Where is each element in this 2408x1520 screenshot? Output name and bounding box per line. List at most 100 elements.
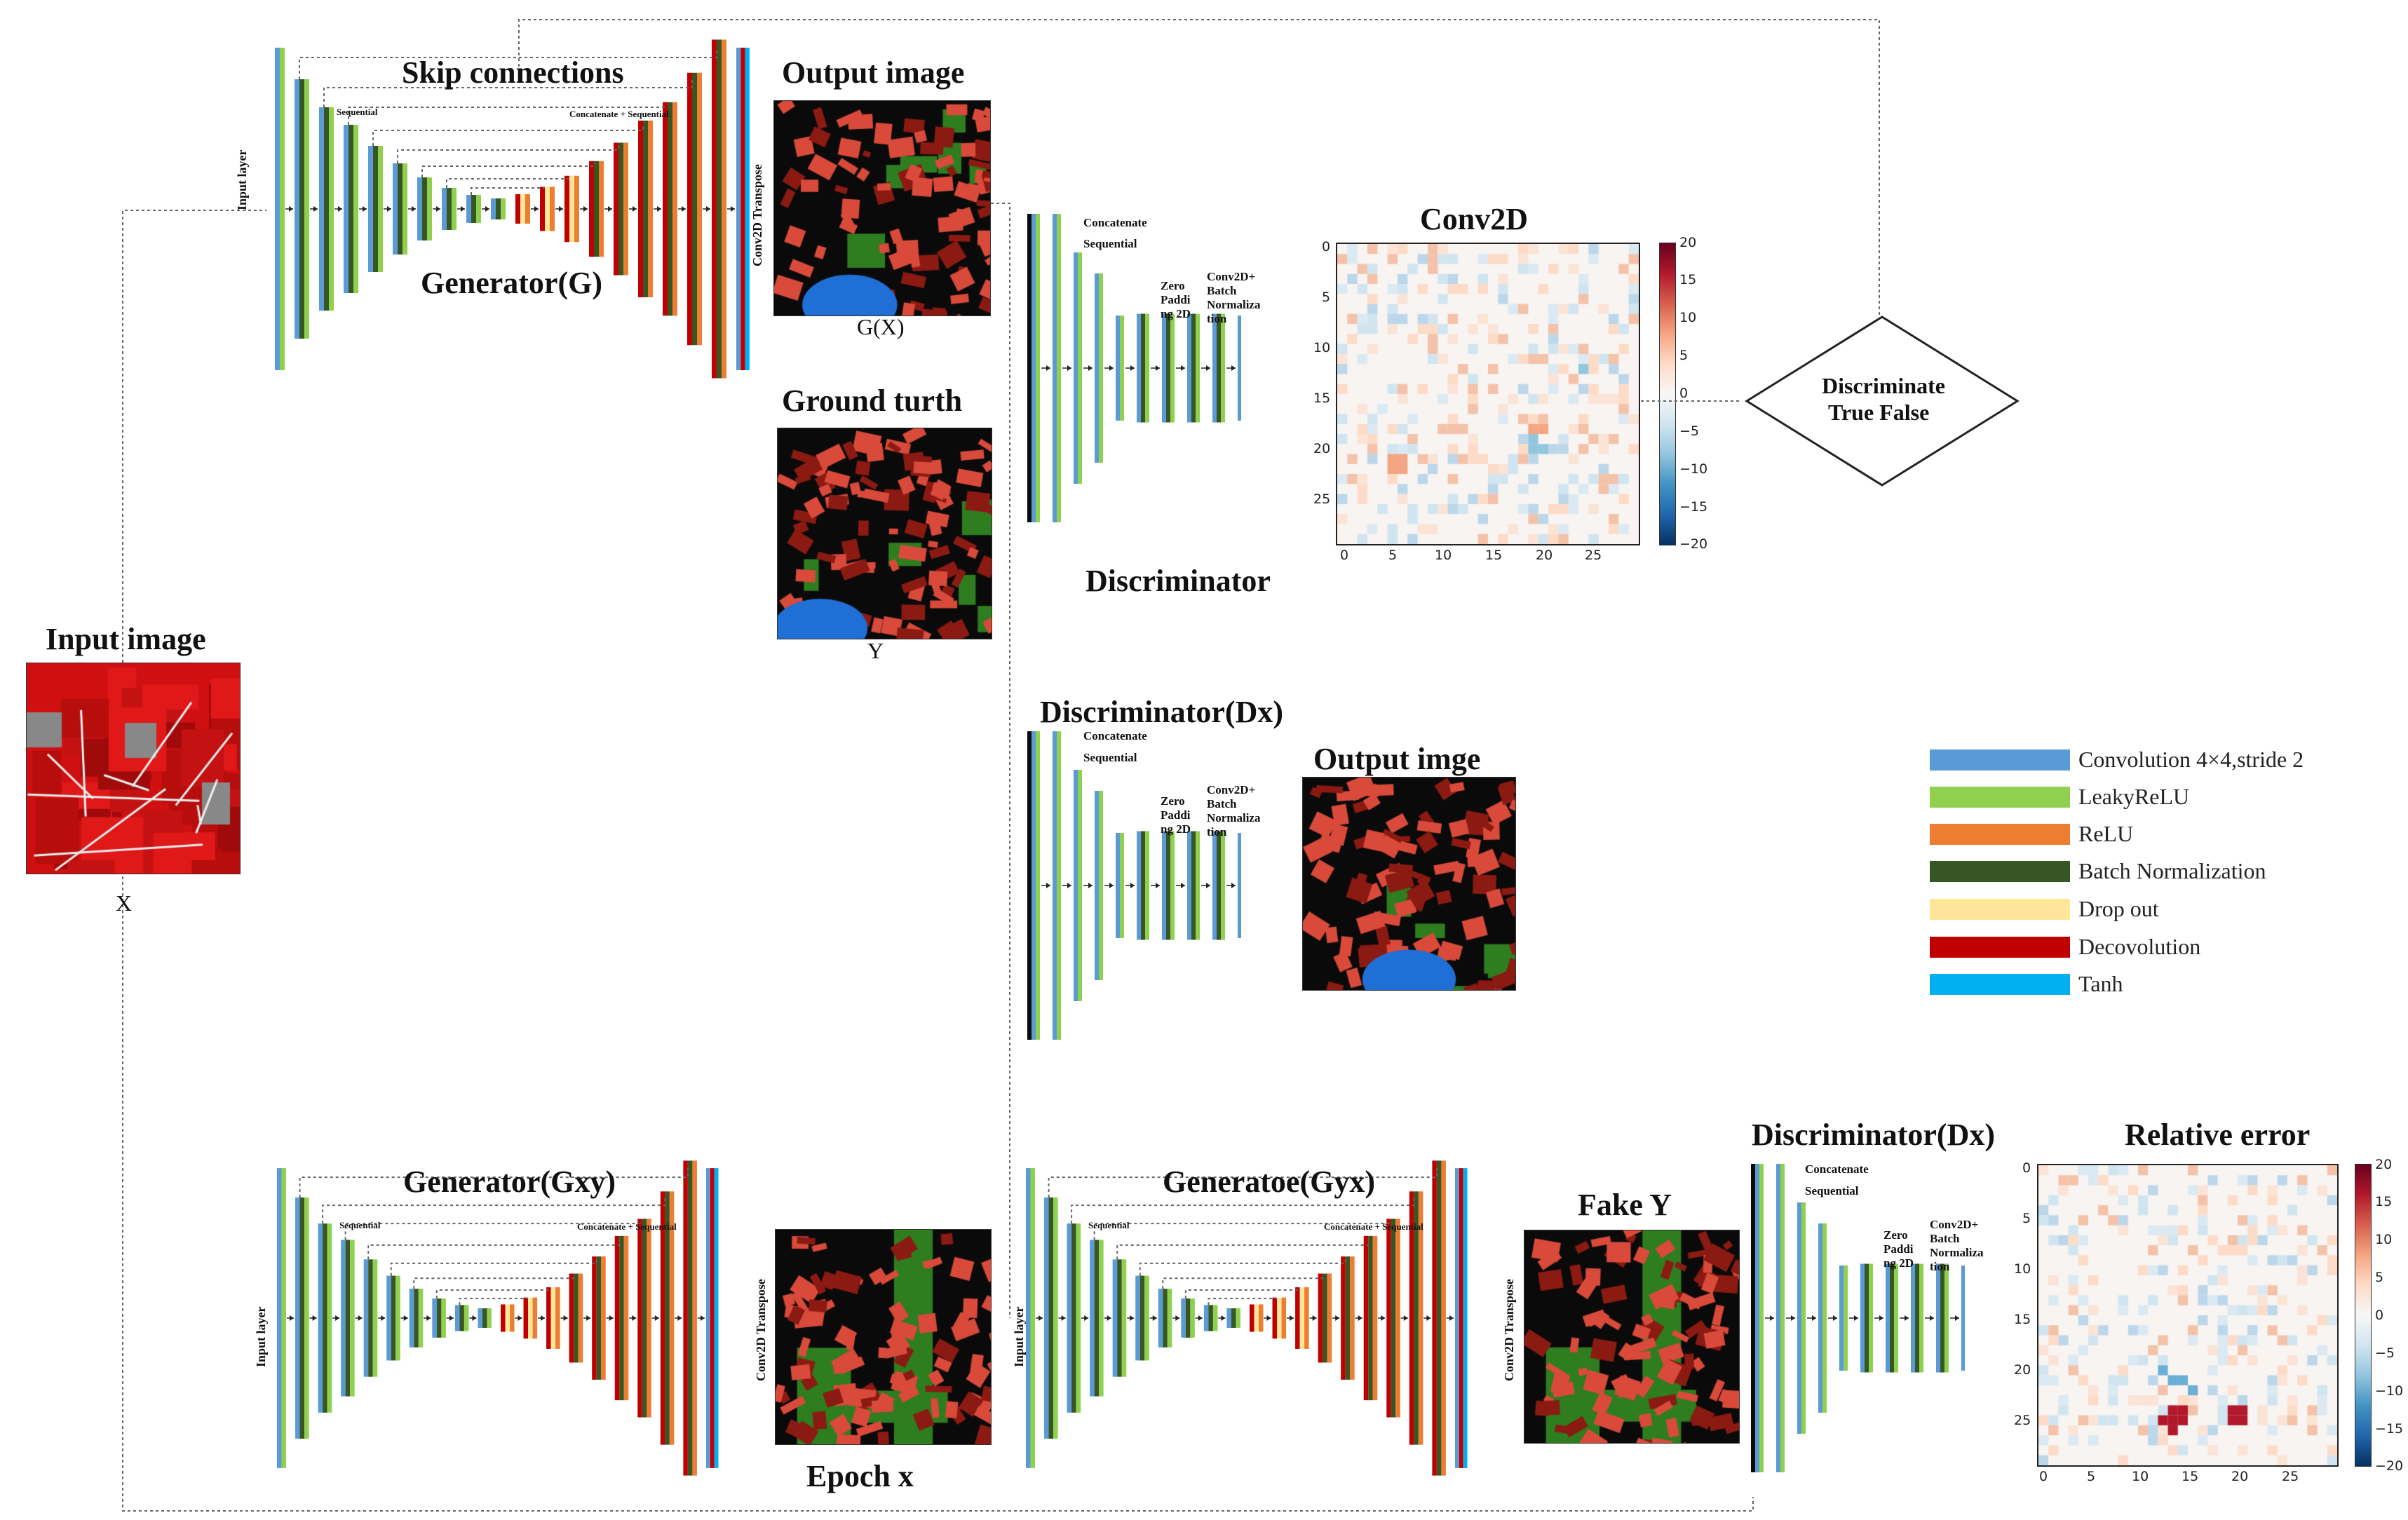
conv2d-cb-tick: 20 (1679, 235, 1697, 250)
generator-g-skip-connection (471, 187, 545, 195)
relative-error-x-tick: 0 (2039, 1469, 2048, 1484)
generator-g-down-layer (491, 198, 496, 219)
generator-gyx-up-layer (1345, 1256, 1351, 1380)
generator-g-up-layer (545, 186, 550, 231)
generator-gyx-down-layer (1076, 1223, 1081, 1413)
generator-gxy-up-layer (647, 1219, 651, 1418)
generator-gyx-arrow-head (1449, 1315, 1454, 1321)
discriminator-layer (1053, 214, 1057, 522)
generator-gyx-arrow-head (1290, 1315, 1294, 1321)
generator-gxy-up-layer (687, 1160, 693, 1476)
discriminator-dx-mid-arrow-head (1109, 883, 1114, 888)
discriminator-dx-mid-layer (1099, 791, 1103, 980)
conv2d-cb-tick: 5 (1679, 348, 1689, 363)
generator-g-title: Generator(G) (421, 266, 602, 300)
relative-error-y-tick: 10 (2014, 1261, 2031, 1277)
conv2d-heatmap-canvas (1337, 244, 1639, 544)
generator-gyx-up-layer (1341, 1256, 1346, 1380)
relative-error-x-tick: 10 (2132, 1469, 2149, 1484)
relative-error-cb-tick: 0 (2375, 1308, 2384, 1323)
generator-gyx-up-layer (1414, 1191, 1419, 1445)
legend-item-decovolution: Decovolution (1930, 934, 2200, 960)
relative-error-cb-tick: −20 (2375, 1458, 2404, 1474)
discriminator-layer (1212, 313, 1217, 423)
discriminator-dx-bottom-layer (1919, 1263, 1923, 1373)
generator-g-up-layer (717, 39, 722, 379)
fake-y-panel (1524, 1230, 1740, 1444)
generator-gxy-arrow-head (335, 1315, 340, 1321)
generator-gyx-up-layer (1295, 1287, 1300, 1349)
generator-gxy-up-layer (574, 1273, 579, 1363)
output-image-canvas (774, 101, 990, 315)
generator-gxy-down-layer (281, 1168, 287, 1468)
legend-swatch (1930, 898, 2070, 920)
generator-gxy-up-layer (642, 1219, 647, 1418)
generator-gyx-down-layer (1226, 1308, 1231, 1328)
generator-gxy-up-layer (510, 1304, 515, 1332)
generator-gyx-down-layer (1208, 1305, 1213, 1331)
generator-g-down-layer (344, 125, 349, 293)
conv-bn-label-dxb-2: Batch (1930, 1232, 1960, 1245)
generator-gyx-arrow-head (1381, 1315, 1386, 1321)
generator-gyx-up-layer (1299, 1287, 1305, 1349)
relative-error-y-tick: 0 (2022, 1160, 2031, 1176)
discriminator-layer (1031, 214, 1036, 522)
zero-padding-label-dxm-3: ng 2D (1161, 822, 1191, 836)
discriminator-dx-mid-layer (1137, 831, 1141, 940)
discriminator-layer (1137, 313, 1141, 423)
generator-gxy-arrow-head (677, 1315, 682, 1321)
generator-g-up-layer (520, 194, 525, 224)
fake-y-canvas (1524, 1230, 1739, 1443)
relative-error-cb-tick: 5 (2375, 1270, 2384, 1285)
discriminator-dx-bottom-arrow-head (1879, 1315, 1883, 1321)
discriminator-layer (1027, 214, 1031, 522)
relative-error-y-tick: 5 (2022, 1211, 2031, 1226)
sequential-label-dxb: Sequential (1805, 1184, 1859, 1197)
legend-item-tanh: Tanh (1930, 971, 2123, 997)
generator-g-arrow-head (608, 206, 612, 212)
discriminator-dx-bottom-layer (1886, 1263, 1890, 1373)
sequential-label-gyx: Sequential (1088, 1220, 1130, 1230)
discriminator-dx-bottom-layer (1780, 1164, 1785, 1472)
conv2d-y-tick: 25 (1313, 491, 1331, 507)
generator-gyx-arrow-head (1266, 1315, 1271, 1321)
generator-gxy-arrow-head (586, 1315, 591, 1321)
generator-gxy-up-layer (669, 1191, 675, 1445)
generator-g-up-layer (599, 161, 604, 257)
generator-gxy-down-layer (345, 1240, 351, 1397)
generator-gxy-up-layer (665, 1191, 670, 1445)
generator-g-arrow-head (338, 206, 342, 212)
discriminator-layer (1116, 315, 1120, 421)
generator-gyx-down-layer (1135, 1275, 1140, 1361)
generator-gyx-up-layer (1386, 1219, 1391, 1418)
zero-padding-label-d-2: Paddi (1161, 293, 1191, 306)
generator-gyx-up-layer (1372, 1235, 1378, 1401)
generator-gxy-up-layer (683, 1160, 688, 1476)
input-layer-label-g: Input layer (235, 149, 249, 210)
generator-gxy-down-layer (454, 1305, 460, 1331)
conv2d-cb-tick: −20 (1679, 536, 1708, 552)
generator-gxy-up-layer (623, 1235, 629, 1401)
ground-truth-title: Ground turth (782, 384, 963, 418)
relative-error-x-tick: 5 (2087, 1469, 2096, 1484)
generator-gyx-down-layer (1236, 1308, 1240, 1328)
generator-g-up-layer (618, 142, 623, 276)
conv-bn-label-dxb-1: Conv2D+ (1930, 1218, 1979, 1231)
generator-g-up-layer (672, 102, 677, 316)
discriminator-dx-mid-layer (1187, 831, 1191, 940)
generator-gxy-down-layer (459, 1305, 464, 1331)
discriminator-dx-bottom-layer (1839, 1265, 1844, 1371)
discriminator-layer (1141, 313, 1145, 423)
generator-gxy-up-layer (692, 1160, 697, 1476)
discriminator-dx-bottom-layer (1755, 1164, 1759, 1472)
conv-bn-label-dxm-3: Normaliza (1207, 811, 1261, 825)
generator-g-arrow-head (436, 206, 440, 212)
discriminator-dx-mid-layer (1116, 833, 1120, 938)
generator-g-up-layer (722, 39, 726, 379)
discriminator-dx-bottom-output-layer (1961, 1265, 1965, 1371)
generator-g-up-layer (550, 186, 555, 231)
generator-gxy-output-layer (710, 1168, 715, 1468)
generator-gyx-arrow-head (1198, 1315, 1203, 1321)
generator-gyx-down-layer (1090, 1240, 1095, 1397)
